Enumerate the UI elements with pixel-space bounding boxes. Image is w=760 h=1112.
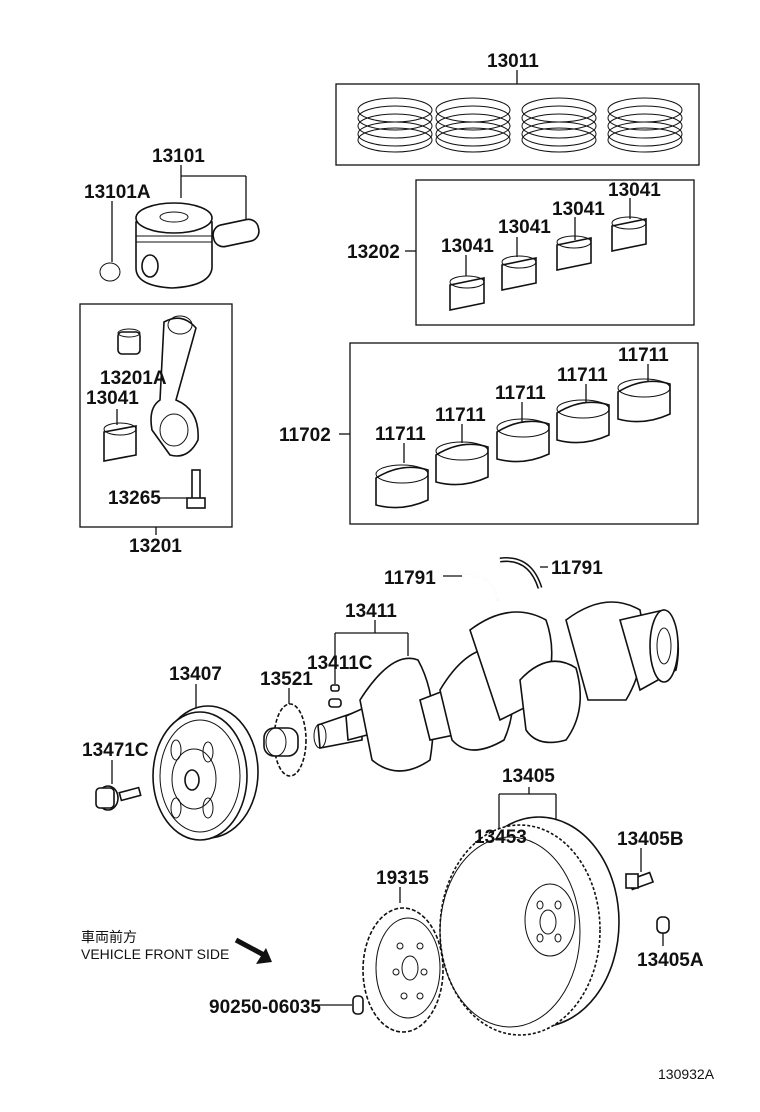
label-13471c: 13471C: [82, 740, 149, 761]
conrod-bearing-set-box: [405, 179, 695, 326]
label-13407: 13407: [169, 664, 222, 685]
label-13411c: 13411C: [307, 653, 373, 674]
label-13201: 13201: [129, 536, 182, 557]
label-11711-a: 11711: [375, 424, 426, 445]
connecting-rod-box: [79, 303, 233, 535]
label-11711-d: 11711: [557, 365, 608, 386]
label-13011: 13011: [487, 51, 539, 72]
label-13041-e: 13041: [86, 388, 139, 409]
crank-sprocket: [263, 688, 307, 777]
label-13101a: 13101A: [84, 182, 151, 203]
front-side-en: VEHICLE FRONT SIDE: [81, 946, 229, 962]
main-bearing-set-box: [339, 342, 699, 525]
piston-assembly: [99, 165, 260, 289]
label-13101: 13101: [152, 146, 205, 167]
front-side-jp: 車両前方: [81, 929, 137, 945]
label-90250-06035: 90250-06035: [209, 997, 321, 1018]
label-13265: 13265: [108, 488, 161, 509]
label-13041-d: 13041: [608, 180, 661, 201]
label-11702: 11702: [279, 425, 331, 446]
label-13041-b: 13041: [498, 217, 551, 238]
label-13201a: 13201A: [100, 368, 167, 389]
signal-plate-pin: [318, 995, 364, 1015]
flywheel: [439, 787, 620, 1036]
label-19315: 19315: [376, 868, 429, 889]
pulley-bolt: [95, 760, 142, 811]
label-11711-c: 11711: [495, 383, 546, 404]
label-13202: 13202: [347, 242, 400, 263]
label-13041-a: 13041: [441, 236, 494, 257]
label-13411: 13411: [345, 601, 397, 622]
label-11791-right: 11791: [551, 558, 603, 579]
flywheel-pin: [656, 916, 670, 946]
label-11711-e: 11711: [618, 345, 669, 366]
label-11791-left: 11791: [384, 568, 436, 589]
figure-id: 130932A: [658, 1066, 715, 1082]
signal-plate: [362, 887, 444, 1033]
label-13405a: 13405A: [637, 950, 704, 971]
label-13453: 13453: [474, 827, 527, 848]
crankshaft: [313, 601, 680, 772]
piston-ring-set-box: [335, 70, 700, 166]
label-13521: 13521: [260, 669, 313, 690]
label-11711-b: 11711: [435, 405, 486, 426]
flywheel-bolt: [625, 848, 655, 891]
crank-pulley: [152, 684, 259, 841]
arrow-icon: [234, 937, 272, 964]
label-13405b: 13405B: [617, 829, 684, 850]
label-13041-c: 13041: [552, 199, 605, 220]
thrust-washers: [443, 557, 548, 601]
label-13405: 13405: [502, 766, 555, 787]
